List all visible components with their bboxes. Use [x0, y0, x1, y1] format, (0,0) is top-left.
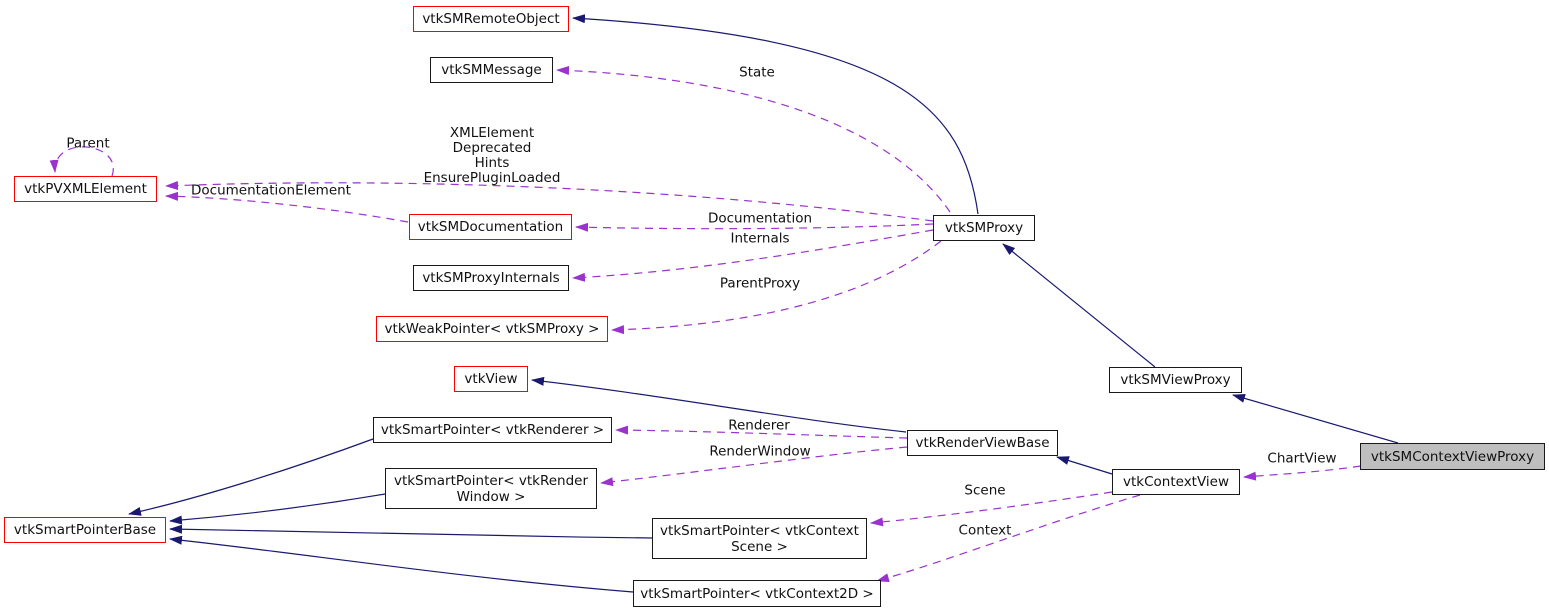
edge-chartview	[1243, 465, 1362, 481]
edge-documentationelement	[165, 191, 409, 223]
edge-context	[876, 494, 1141, 583]
node-vtkrenderviewbase[interactable]: vtkRenderViewBase	[907, 430, 1058, 456]
node-vtkview[interactable]: vtkView	[454, 366, 528, 392]
edge-smartpointer-renderer-to-smartpointerbase	[128, 438, 374, 516]
node-vtksmartpointer-vtkcontext2d[interactable]: vtkSmartPointer< vtkContext2D >	[633, 580, 881, 607]
node-vtksmartpointer-vtkrenderwindow[interactable]: vtkSmartPointer< vtkRender Window >	[385, 468, 597, 509]
node-vtksmartpointerbase[interactable]: vtkSmartPointerBase	[4, 517, 166, 543]
node-vtkweakpointer-vtksmproxy[interactable]: vtkWeakPointer< vtkSMProxy >	[376, 316, 608, 342]
node-vtksmproxyinternals[interactable]: vtkSMProxyInternals	[413, 265, 569, 291]
node-vtksmartpointer-vtkrenderer[interactable]: vtkSmartPointer< vtkRenderer >	[373, 417, 612, 443]
edge-state	[556, 65, 951, 213]
node-vtksmremoteobject[interactable]: vtkSMRemoteObject	[413, 6, 569, 32]
edge-smartpointer-renderwindow-to-smartpointerbase	[169, 493, 386, 525]
edge-vtksmcontextviewproxy-to-vtksmviewproxy	[1232, 394, 1399, 444]
node-vtksmviewproxy[interactable]: vtkSMViewProxy	[1109, 367, 1242, 393]
edge-smartpointer-contextscene-to-smartpointerbase	[169, 524, 653, 539]
edge-smartpointer-context2d-to-smartpointerbase	[169, 535, 634, 593]
edge-parent-self-loop	[49, 146, 114, 177]
node-vtksmdocumentation[interactable]: vtkSMDocumentation	[409, 214, 572, 240]
node-vtkcontextview[interactable]: vtkContextView	[1112, 469, 1240, 495]
node-vtksmmessage[interactable]: vtkSMMessage	[430, 57, 553, 83]
edge-vtksmproxy-to-vtksmremoteobject	[572, 14, 979, 215]
edge-documentation	[575, 222, 934, 232]
node-vtkpvxmlelement[interactable]: vtkPVXMLElement	[14, 176, 157, 202]
edge-vtkrenderviewbase-to-vtkview	[531, 376, 907, 433]
edge-vtksmviewproxy-to-vtksmproxy	[1002, 243, 1156, 368]
edge-vtkcontextview-to-vtkrenderviewbase	[1056, 456, 1113, 475]
edge-xmlelement-deprecated-hints-ensurepluginloaded	[165, 181, 934, 222]
edge-renderwindow	[600, 446, 908, 487]
node-vtksmartpointer-vtkcontextscene[interactable]: vtkSmartPointer< vtkContext Scene >	[652, 518, 867, 559]
edge-renderer	[615, 425, 908, 439]
node-vtksmproxy[interactable]: vtkSMProxy	[933, 215, 1035, 241]
edge-parentproxy	[611, 240, 942, 335]
edge-scene	[870, 491, 1113, 527]
node-vtksmcontextviewproxy-focus: vtkSMContextViewProxy	[1360, 443, 1545, 470]
edge-internals	[572, 229, 934, 282]
